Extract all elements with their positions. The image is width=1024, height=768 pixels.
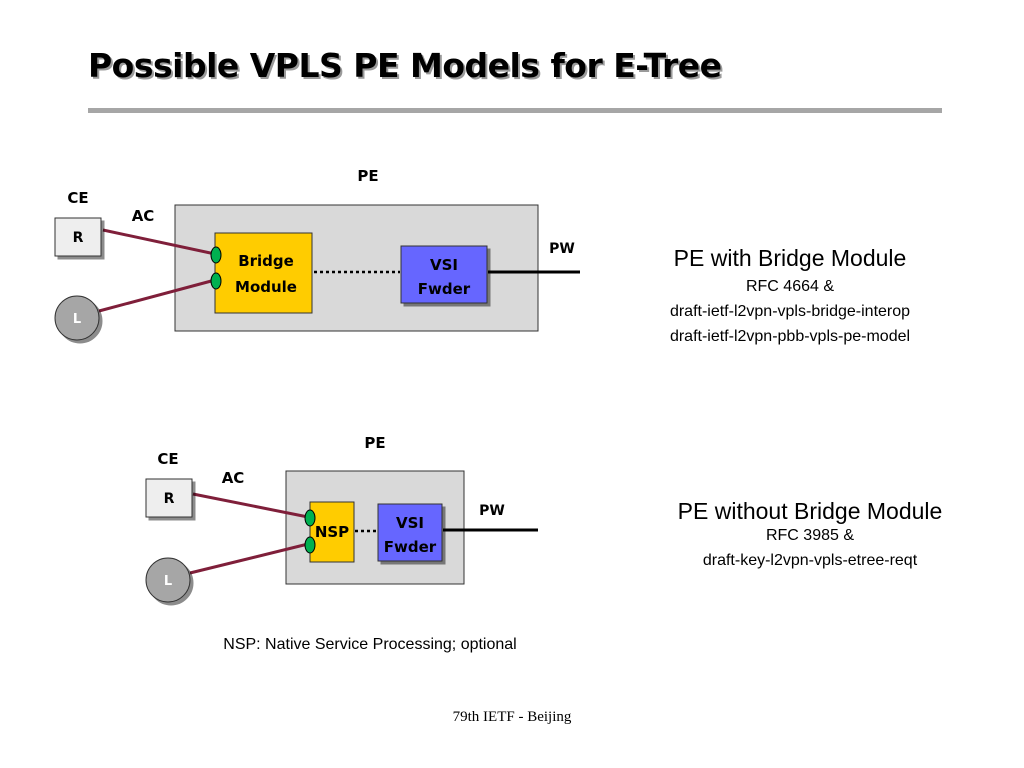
desc-with-bridge-line: RFC 4664 & — [745, 278, 835, 295]
ac1-link-root — [102, 228, 216, 256]
port2-leaf — [304, 536, 316, 554]
port2-root — [304, 509, 316, 527]
ac2-link-root — [192, 492, 309, 519]
nsp-box — [309, 501, 355, 563]
ce2-label: CE — [157, 450, 178, 468]
pe1-label: PE — [357, 167, 378, 185]
root-ce1-label: R — [73, 230, 84, 246]
ac1-label: AC — [132, 207, 155, 225]
desc-without-bridge-line: draft-key-l2vpn-vpls-etree-reqt — [702, 552, 918, 569]
port1-root — [210, 246, 222, 264]
nsp-label: NSP — [315, 523, 349, 541]
pe-without-bridge-diagram: PE CE AC R L NSP VSI Fwder PW — [145, 434, 538, 603]
bridge-module-line1: Bridge — [238, 252, 294, 270]
desc-with-bridge: PE with Bridge Module RFC 4664 & draft-i… — [610, 245, 970, 349]
vsi1-line2: Fwder — [418, 280, 471, 298]
pe-with-bridge-diagram: PE CE AC R L Bridge Module VSI Fwder PW — [54, 167, 580, 341]
ce1-label: CE — [67, 189, 88, 207]
nsp-footnote: NSP: Native Service Processing; optional — [223, 636, 517, 653]
ac2-link-leaf — [189, 542, 309, 575]
leaf-ce1-circle — [54, 295, 100, 341]
vsi1-box — [400, 245, 488, 304]
vsi2-line2: Fwder — [384, 538, 437, 556]
desc-with-bridge-line: draft-ietf-l2vpn-vpls-bridge-interop — [669, 303, 911, 320]
leaf-ce2-label: L — [164, 574, 172, 589]
desc-with-bridge-heading: PE with Bridge Module — [673, 245, 907, 271]
desc-without-bridge-heading: PE without Bridge Module — [677, 498, 943, 524]
root-ce1-box — [54, 217, 102, 257]
bridge-module-box — [214, 232, 313, 314]
title-divider — [88, 108, 942, 113]
desc-without-bridge-line: RFC 3985 & — [765, 527, 855, 544]
leaf-ce2-circle — [145, 557, 191, 603]
port1-leaf — [210, 272, 222, 290]
ac2-label: AC — [222, 469, 245, 487]
vsi2-line1: VSI — [396, 514, 424, 532]
desc-without-bridge: PE without Bridge Module RFC 3985 & draf… — [630, 498, 990, 573]
desc-with-bridge-line: draft-ietf-l2vpn-pbb-vpls-pe-model — [669, 328, 911, 345]
root-ce2-box — [145, 478, 193, 518]
bridge-module-line2: Module — [235, 278, 297, 296]
pw2-label: PW — [479, 503, 505, 519]
vsi2-box — [377, 503, 443, 562]
slide-footer: 79th IETF - Beijing — [452, 709, 572, 725]
pw1-label: PW — [549, 241, 575, 257]
slide-title: Possible VPLS PE Models for E-Tree — [88, 46, 722, 85]
leaf-ce1-label: L — [73, 312, 81, 327]
pe2-label: PE — [364, 434, 385, 452]
vsi1-line1: VSI — [430, 256, 458, 274]
ac1-link-leaf — [98, 278, 216, 313]
root-ce2-label: R — [164, 491, 175, 507]
